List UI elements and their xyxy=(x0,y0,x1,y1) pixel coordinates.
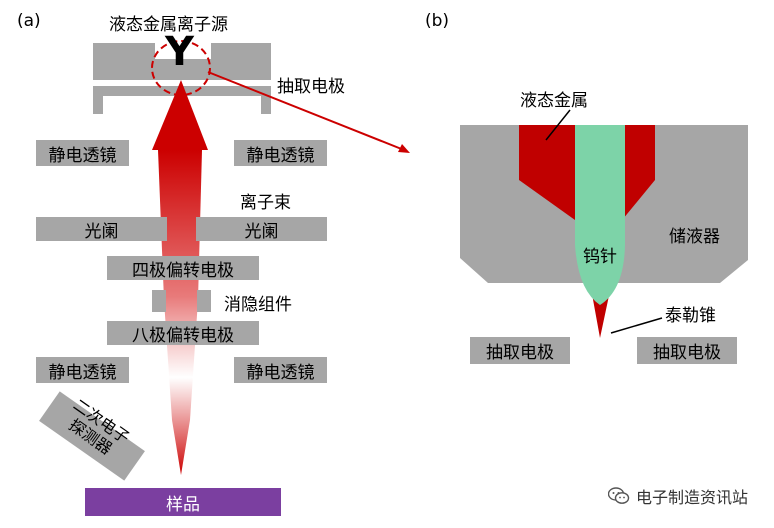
quadrupole-deflector: 四极偏转电极 xyxy=(107,256,259,281)
aperture-left: 光阑 xyxy=(36,217,167,242)
tungsten-needle xyxy=(575,125,625,305)
electrostatic-lens-top-right: 静电透镜 xyxy=(234,140,327,166)
extraction-electrode-right: 抽取电极 xyxy=(637,337,737,364)
liquid-metal-label: 液态金属 xyxy=(520,91,588,111)
extraction-electrode-label: 抽取电极 xyxy=(277,77,345,97)
blanker-left-plate xyxy=(152,290,166,312)
panel-b-label: (b) xyxy=(425,11,450,31)
watermark-text: 电子制造资讯站 xyxy=(635,488,748,507)
ion-beam-label: 离子束 xyxy=(240,193,291,213)
taylor-cone-label: 泰勒锥 xyxy=(665,306,716,326)
needle-label: 钨针 xyxy=(583,247,617,267)
octupole-deflector: 八极偏转电极 xyxy=(107,321,259,346)
panel-a-label: (a) xyxy=(17,11,41,31)
liquid-metal-pointer xyxy=(545,109,571,141)
aperture-right: 光阑 xyxy=(196,217,327,242)
extraction-electrode-left: 抽取电极 xyxy=(470,337,570,364)
reservoir-label: 储液器 xyxy=(669,227,720,247)
sample-stage: 样品 xyxy=(85,488,281,516)
wechat-icon xyxy=(607,487,630,504)
watermark: 电子制造资讯站 xyxy=(607,484,748,508)
electrostatic-lens-bottom-right: 静电透镜 xyxy=(234,357,327,383)
blanker-label: 消隐组件 xyxy=(224,295,292,315)
emitter-glyph: Y xyxy=(165,29,194,75)
zoom-arrow xyxy=(207,71,405,151)
blanker-right-plate xyxy=(197,290,211,312)
zoom-arrowhead xyxy=(398,144,410,153)
ion-beam xyxy=(152,80,208,475)
source-label: 液态金属离子源 xyxy=(109,15,228,35)
emitter-highlight-circle xyxy=(151,40,211,96)
electrostatic-lens-bottom-left: 静电透镜 xyxy=(36,357,129,383)
detector-box xyxy=(39,391,145,481)
electrostatic-lens-top-left: 静电透镜 xyxy=(36,140,129,166)
taylor-cone-pointer xyxy=(610,317,663,334)
